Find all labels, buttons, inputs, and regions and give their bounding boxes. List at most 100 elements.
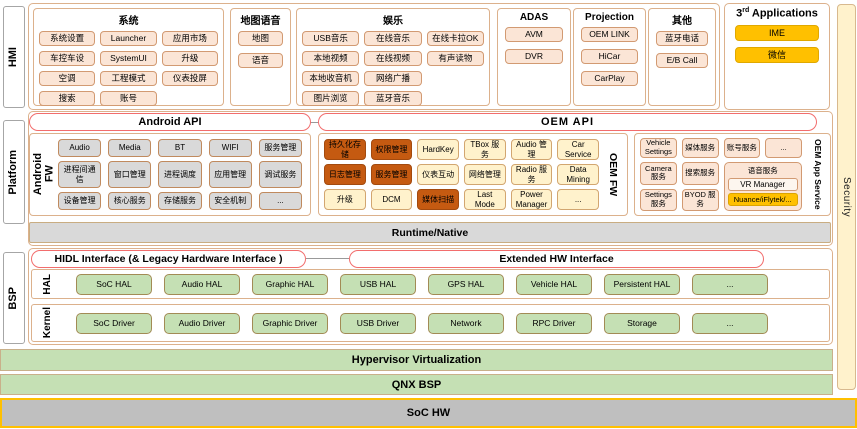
kernel-label: Kernel: [41, 307, 53, 339]
hmi-app-button: OEM LINK: [581, 27, 638, 42]
voice-service-box: 语音服务 VR Manager Nuance/iFlytek/...: [723, 162, 802, 211]
android-fw-module: 进程调度: [158, 160, 202, 189]
oem-app-service-label: OEM App Service: [813, 139, 823, 210]
hmi-app-button: 在线卡拉OK: [426, 31, 484, 46]
oem-fw-module: ...: [557, 189, 599, 210]
kernel-module: RPC Driver: [516, 312, 592, 334]
hmi-app-button: SystemUI: [100, 51, 157, 66]
button-row: USB音乐在线音乐在线卡拉OK: [302, 31, 484, 46]
android-fw-module: 窗口管理: [108, 160, 152, 189]
hal-module: USB HAL: [340, 273, 416, 295]
kernel-module: ...: [692, 312, 768, 334]
hmi-app-button: AVM: [505, 27, 563, 42]
ordinal-suffix: rd: [742, 7, 750, 14]
kernel-module: Audio Driver: [164, 312, 240, 334]
kernel-label-wrap: Kernel: [36, 305, 60, 341]
oem-app-service-module: 账号服务: [723, 138, 761, 159]
hmi-app-button: 账号: [100, 91, 157, 106]
button-row: 图片浏览蓝牙音乐: [302, 91, 484, 106]
oem-fw-module: DCM: [370, 189, 413, 210]
button-row: 语音: [236, 53, 285, 68]
hmi-app-button: 网络广播: [364, 71, 422, 86]
oem-fw-module: Last Mode: [464, 189, 506, 210]
oem-app-service-module: Vehicle Settings: [640, 138, 677, 159]
oem-app-service-module: Settings 服务: [640, 188, 677, 211]
voice-engine-button: Nuance/iFlytek/...: [727, 193, 798, 207]
oem-app-service-module: BYOD 服务: [681, 188, 719, 211]
oem-app-service-items: 语音服务 VR Manager Nuance/iFlytek/... Vehic…: [640, 138, 802, 211]
android-fw-module: ...: [258, 192, 302, 210]
oem-app-service-module: ...: [765, 138, 802, 159]
hmi-app-button: CarPlay: [581, 71, 638, 86]
soc-hw-bar: SoC HW: [0, 398, 857, 428]
hmi-app-button: 工程模式: [100, 71, 157, 86]
oem-fw-module: Data Mining: [557, 164, 599, 185]
third-party-applications-title: 3rd Applications: [736, 7, 818, 20]
button-row: HiCar: [579, 49, 640, 64]
vr-manager-button: VR Manager: [727, 178, 798, 192]
group-map-voice: 地图语音 地图语音: [230, 8, 291, 106]
kernel-row: Kernel SoC Driver Audio Driver Graphic Dri…: [31, 304, 830, 342]
button-row: CarPlay: [579, 71, 640, 86]
security-bar: Security: [837, 4, 856, 390]
kernel-module: USB Driver: [340, 312, 416, 334]
button-row: 本地收音机网络广播: [302, 71, 484, 86]
android-fw-module: 调试服务: [258, 160, 302, 189]
hmi-app-button: 地图: [238, 31, 283, 46]
android-fw-module: 存储服务: [158, 192, 202, 210]
group-adas-title: ADAS: [519, 12, 549, 23]
third-party-app-button: 微信: [735, 46, 819, 63]
button-row: DVR: [503, 49, 565, 64]
oem-fw-module: Power Manager: [510, 189, 553, 210]
button-row: 地图: [236, 31, 285, 46]
button-row: E/B Call: [654, 53, 710, 68]
android-fw-module: 应用管理: [208, 160, 252, 189]
oem-fw-module: Audio 管理: [510, 139, 553, 160]
oem-fw-module: Radio 服务: [510, 164, 553, 185]
kernel-module: Graphic Driver: [252, 312, 328, 334]
android-fw-label-wrap: Android FW: [32, 134, 58, 215]
hmi-app-button: 蓝牙音乐: [364, 91, 422, 106]
oem-app-service-module: 搜索服务: [681, 162, 719, 185]
android-fw-module: WIFI: [208, 139, 252, 157]
group-map-voice-title: 地图语音: [240, 16, 281, 27]
hmi-app-button: DVR: [505, 49, 563, 64]
oem-fw-module: HardKey: [417, 139, 459, 160]
oem-fw-label-wrap: OEM FW: [600, 134, 626, 215]
kernel-module: Network: [428, 312, 504, 334]
oem-fw-module: 媒体扫描: [417, 189, 459, 210]
layer-label-bsp-text: BSP: [7, 286, 20, 310]
kernel-module: Storage: [604, 312, 680, 334]
kernel-items: SoC Driver Audio Driver Graphic Driver USB …: [76, 305, 768, 341]
layer-label-platform-text: Platform: [7, 149, 20, 195]
hal-module: ...: [692, 273, 768, 295]
oem-fw-module: Car Service: [557, 139, 599, 160]
hypervisor-bar: Hypervisor Virtualization: [0, 349, 833, 371]
layer-label-hmi: HMI: [3, 6, 25, 108]
qnx-bsp-bar: QNX BSP: [0, 374, 833, 395]
hmi-app-button: 升级: [161, 51, 218, 66]
hal-module: Graphic HAL: [252, 273, 328, 295]
group-system-title: 系统: [118, 16, 139, 27]
hal-module: SoC HAL: [76, 273, 152, 295]
button-row: OEM LINK: [579, 27, 640, 42]
button-row: 空调工程模式仪表投屏: [39, 71, 218, 86]
extended-hw-interface-header: Extended HW Interface: [349, 250, 764, 268]
button-row: 搜索账号: [39, 91, 218, 106]
hmi-app-button: 空调: [39, 71, 96, 86]
group-other-title: 其他: [672, 16, 692, 27]
hal-module: Audio HAL: [164, 273, 240, 295]
group-map-voice-items: 地图语音: [236, 31, 285, 68]
oem-app-service-label-wrap: OEM App Service: [806, 134, 830, 215]
kernel-module: SoC Driver: [76, 312, 152, 334]
hmi-app-button: 本地视频: [302, 51, 360, 66]
oem-fw-label: OEM FW: [607, 152, 619, 197]
